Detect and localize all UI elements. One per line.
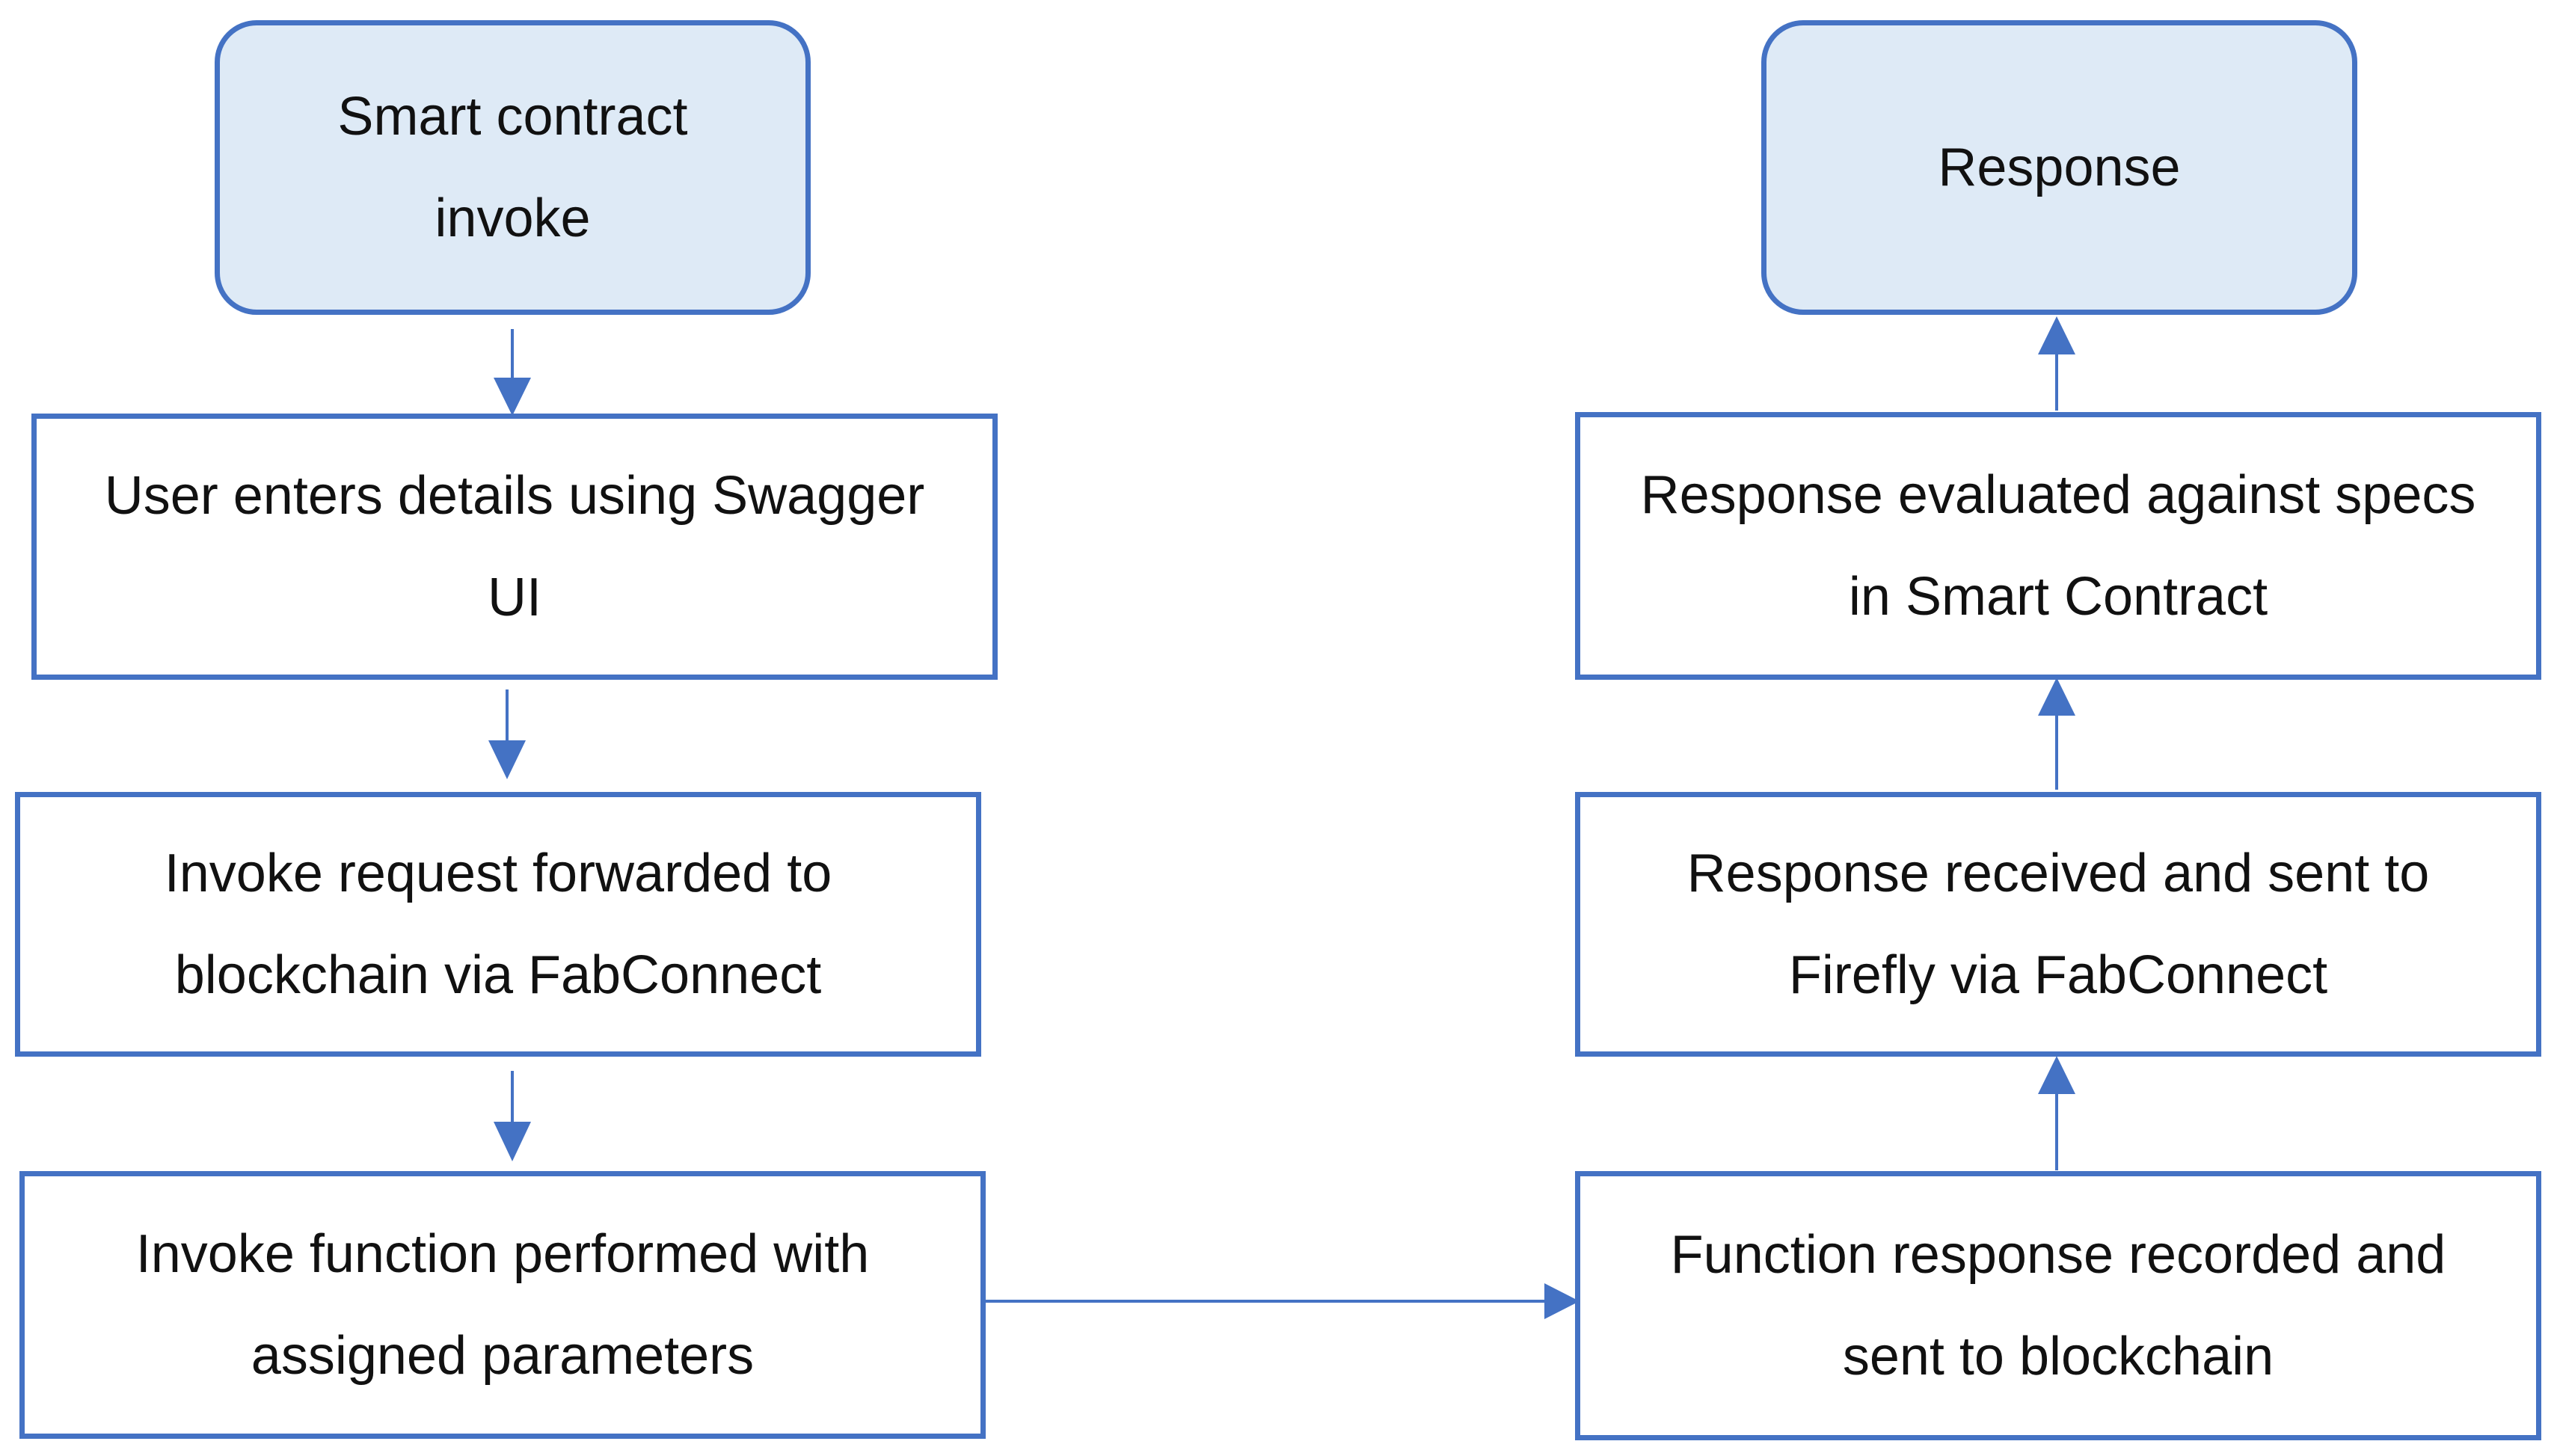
node-function-performed: Invoke function performed with assigned … [19,1171,986,1439]
node-label: Invoke request forwarded to blockchain v… [164,844,832,1005]
node-response-received: Response received and sent to Firefly vi… [1575,792,2541,1057]
edge-received-to-evaluated [2038,678,2075,790]
edge-start-to-swagger [494,329,531,416]
node-label: Invoke function performed with assigned … [135,1224,870,1386]
edge-record-to-received [2038,1056,2075,1170]
edge-swagger-to-forward [488,689,526,779]
node-response-evaluated: Response evaluated against specs in Smar… [1575,412,2541,680]
node-label: Response received and sent to Firefly vi… [1686,844,2430,1005]
node-request-forwarded: Invoke request forwarded to blockchain v… [15,792,981,1057]
edge-perform-to-record [980,1283,1580,1319]
edge-forward-to-perform [494,1071,531,1161]
node-swagger-input: User enters details using Swagger UI [31,414,998,680]
node-label: User enters details using Swagger UI [104,466,925,627]
node-response-recorded: Function response recorded and sent to b… [1575,1171,2541,1440]
node-label: Function response recorded and sent to b… [1670,1225,2446,1386]
node-label: Response evaluated against specs in Smar… [1640,465,2476,627]
node-smart-contract-invoke: Smart contract invoke [215,20,811,315]
node-label: Smart contract invoke [337,87,688,248]
node-label: Response [1938,138,2181,197]
edge-evaluated-to-response [2038,316,2075,411]
node-response: Response [1761,20,2357,315]
